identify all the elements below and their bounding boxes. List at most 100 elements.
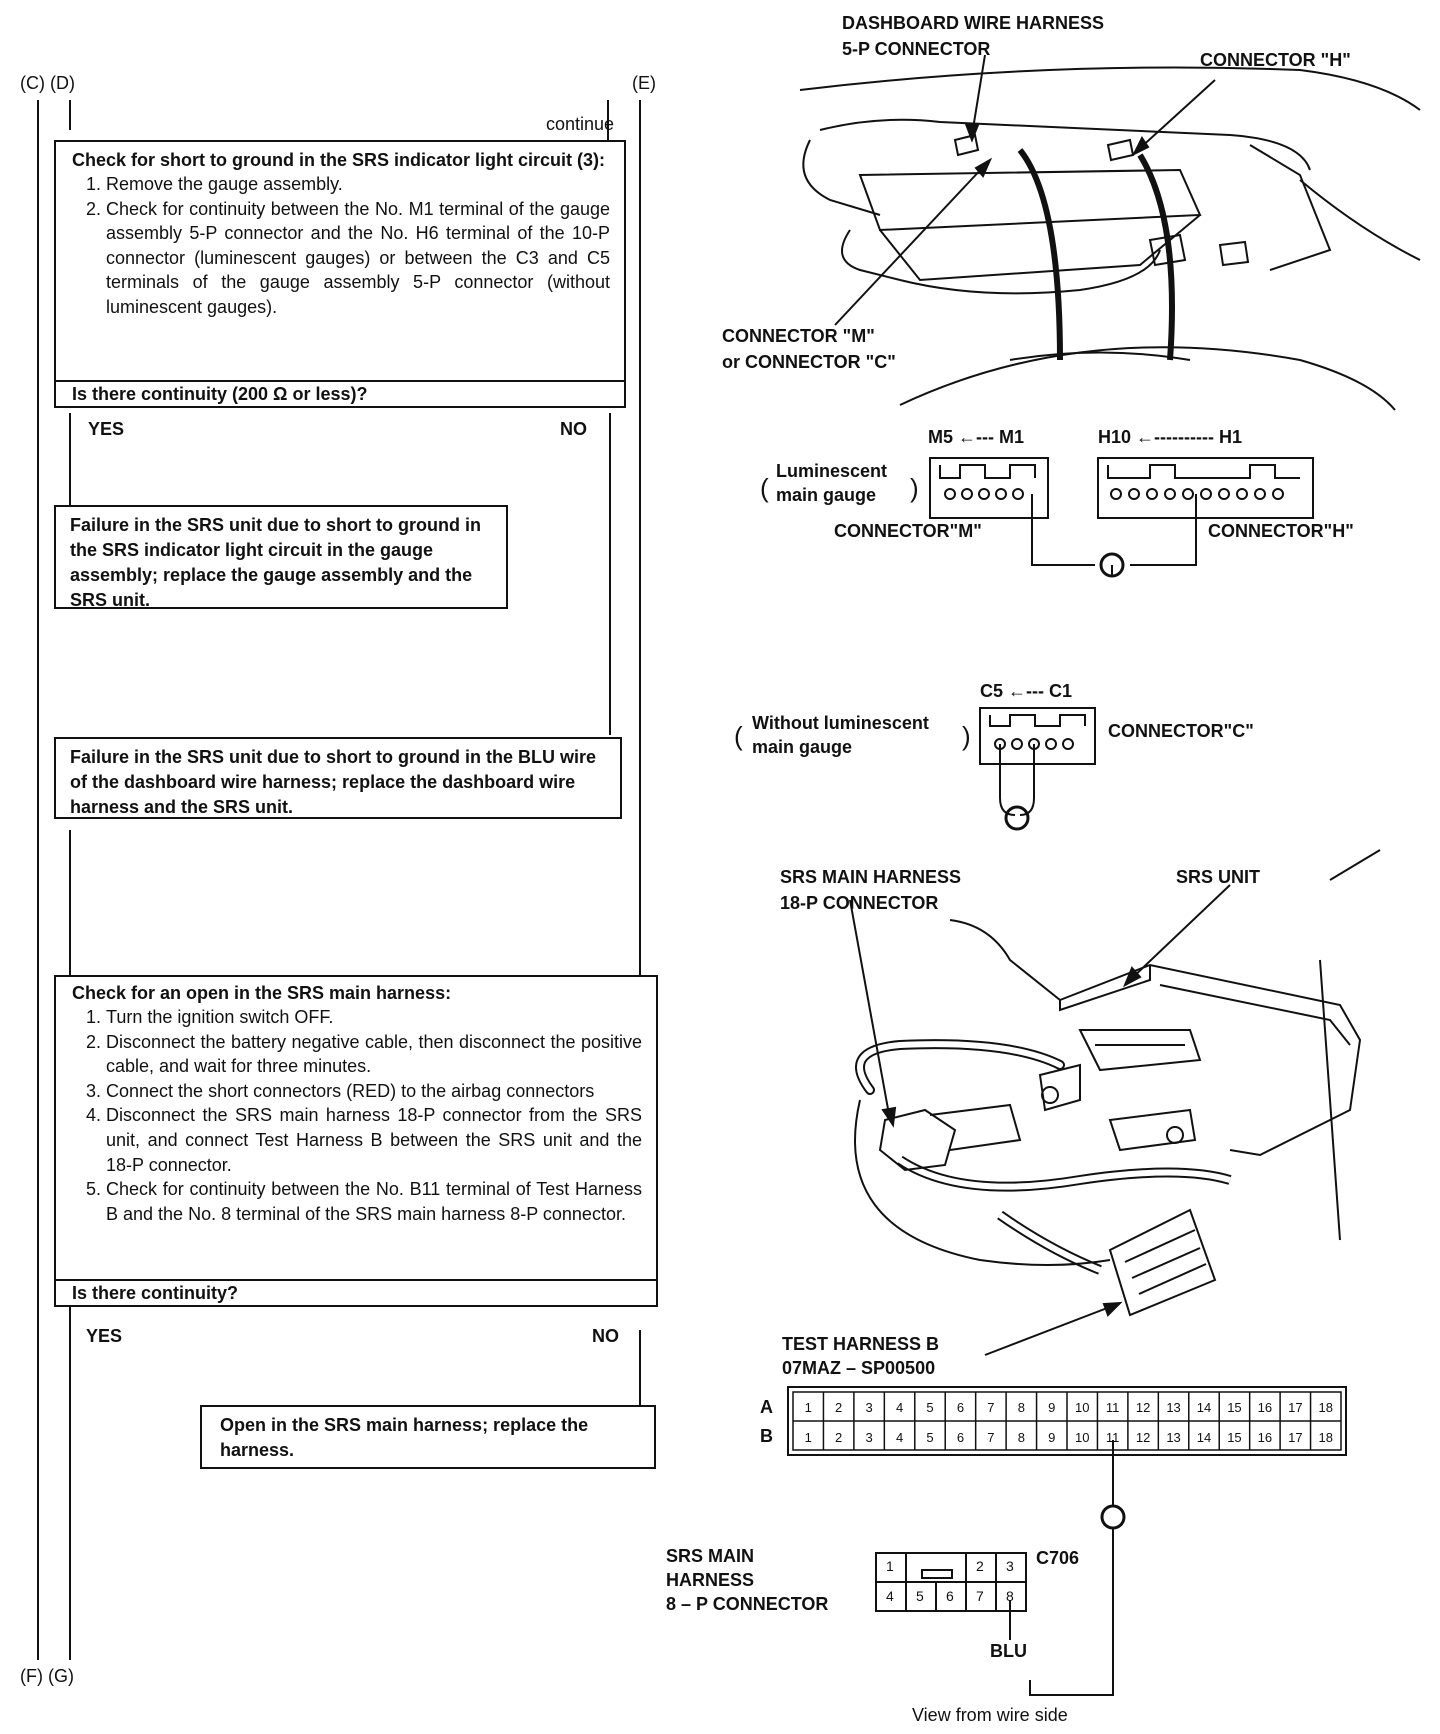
pin-b-14: 14 [1197,1430,1211,1445]
pin-a-15: 15 [1227,1400,1241,1415]
paren-open: ( [760,473,769,503]
view-from-wire-side: View from wire side [912,1705,1068,1725]
paren-close-2: ) [962,721,971,751]
dashboard-illustration [799,54,1421,411]
connector-c-label: CONNECTOR"C" [1108,721,1254,741]
step2-list: Turn the ignition switch OFF. Disconnect… [72,1005,642,1226]
pin-b-5: 5 [926,1430,933,1445]
step1-question: Is there continuity (200 Ω or less)? [56,380,624,406]
pin-a-10: 10 [1075,1400,1089,1415]
connector-m-h-diagram [929,457,1314,578]
pin-a-5: 5 [926,1400,933,1415]
8p-pin-3: 3 [1006,1558,1014,1574]
pin-a-1: 1 [805,1400,812,1415]
pin-b-12: 12 [1136,1430,1150,1445]
pin-a-12: 12 [1136,1400,1150,1415]
step2-yes: YES [86,1326,123,1346]
pin-b-8: 8 [1018,1430,1025,1445]
flow-label-top-right: (E) [632,73,656,93]
pin-a-6: 6 [957,1400,964,1415]
flow-label-bottom-left: (F) (G) [20,1666,74,1686]
step1-no: NO [560,419,587,439]
result2-box: Failure in the SRS unit due to short to … [54,737,622,819]
srs-main-harness-label: SRS MAIN HARNESS [780,867,962,887]
18p-connector-label: 18-P CONNECTOR [780,893,939,913]
pin-a-8: 8 [1018,1400,1025,1415]
8p-pin-8: 8 [1006,1588,1014,1604]
srs-unit-illustration [849,849,1381,1356]
pin-b-10: 10 [1075,1430,1089,1445]
pin-a-2: 2 [835,1400,842,1415]
label-connector-m: CONNECTOR "M" [722,326,875,346]
result1-box: Failure in the SRS unit due to short to … [54,505,508,610]
8p-pin-5: 5 [916,1588,924,1604]
step1-item: Check for continuity between the No. M1 … [106,197,610,320]
connector-m-label: CONNECTOR"M" [834,521,982,541]
pin-b-9: 9 [1048,1430,1055,1445]
without-luminescent-label: Without luminescent [752,713,929,733]
pin-a-7: 7 [987,1400,994,1415]
paren-close: ) [910,473,919,503]
step1-item: Remove the gauge assembly. [106,172,610,197]
step2-item: Disconnect the battery negative cable, t… [106,1030,642,1079]
blu-label: BLU [990,1641,1027,1661]
result3-box: Open in the SRS main harness; replace th… [200,1405,656,1469]
srs-unit-label: SRS UNIT [1176,867,1261,887]
pin-b-17: 17 [1288,1430,1302,1445]
pin-a-9: 9 [1048,1400,1055,1415]
pin-b-15: 15 [1227,1430,1241,1445]
pin-a-4: 4 [896,1400,903,1415]
connector-h-label: CONNECTOR"H" [1208,521,1354,541]
8p-pin-6: 6 [946,1588,954,1604]
pin-b-11: 11 [1106,1430,1120,1445]
step1-yes: YES [88,419,125,439]
main-gauge-label-2: main gauge [752,737,853,757]
pin-b-7: 7 [987,1430,994,1445]
step2-question: Is there continuity? [56,1279,656,1305]
label-dashboard-harness: DASHBOARD WIRE HARNESS [842,13,1105,33]
pin-a-17: 17 [1288,1400,1302,1415]
pin-b-1: 1 [805,1430,812,1445]
continue-label: continue [546,114,615,134]
step2-check-box: Check for an open in the SRS main harnes… [54,975,658,1307]
8p-label-1: SRS MAIN [666,1546,755,1566]
step2-item: Check for continuity between the No. B11… [106,1177,642,1226]
label-5p-connector: 5-P CONNECTOR [842,39,991,59]
connector-c-diagram [979,707,1096,831]
label-connector-h: CONNECTOR "H" [1200,50,1351,70]
pin-b-6: 6 [957,1430,964,1445]
step2-item: Turn the ignition switch OFF. [106,1005,642,1030]
8p-pin-2: 2 [976,1558,984,1574]
8p-label-3: 8 – P CONNECTOR [666,1594,829,1614]
row-a-label: A [760,1397,773,1417]
flow-label-top-left: (C) (D) [20,73,75,93]
row-b-label: B [760,1426,773,1446]
c706-label: C706 [1036,1548,1080,1568]
main-gauge-label: main gauge [776,485,877,505]
test-harness-number: 07MAZ – SP00500 [782,1358,936,1378]
step1-heading: Check for short to ground in the SRS ind… [72,150,606,170]
8p-pin-4: 4 [886,1588,894,1604]
step2-no: NO [592,1326,619,1346]
h-range-label: H10 ←---------- H1 [1098,427,1242,447]
step2-item: Disconnect the SRS main harness 18-P con… [106,1103,642,1177]
pin-b-2: 2 [835,1430,842,1445]
step2-heading: Check for an open in the SRS main harnes… [72,983,452,1003]
pin-b-16: 16 [1258,1430,1272,1445]
m-range-label: M5 ←--- M1 [928,427,1024,447]
pin-a-13: 13 [1166,1400,1180,1415]
pin-b-4: 4 [896,1430,903,1445]
step2-item: Connect the short connectors (RED) to th… [106,1079,642,1104]
pin-a-3: 3 [865,1400,872,1415]
step1-list: Remove the gauge assembly. Check for con… [72,172,610,320]
step1-check-box: Check for short to ground in the SRS ind… [54,140,626,408]
test-harness-label: TEST HARNESS B [782,1334,940,1354]
pin-b-3: 3 [865,1430,872,1445]
pin-b-18: 18 [1319,1430,1333,1445]
pin-a-18: 18 [1319,1400,1333,1415]
luminescent-label: Luminescent [776,461,888,481]
label-connector-c: or CONNECTOR "C" [722,352,896,372]
pin-a-11: 11 [1106,1400,1120,1415]
